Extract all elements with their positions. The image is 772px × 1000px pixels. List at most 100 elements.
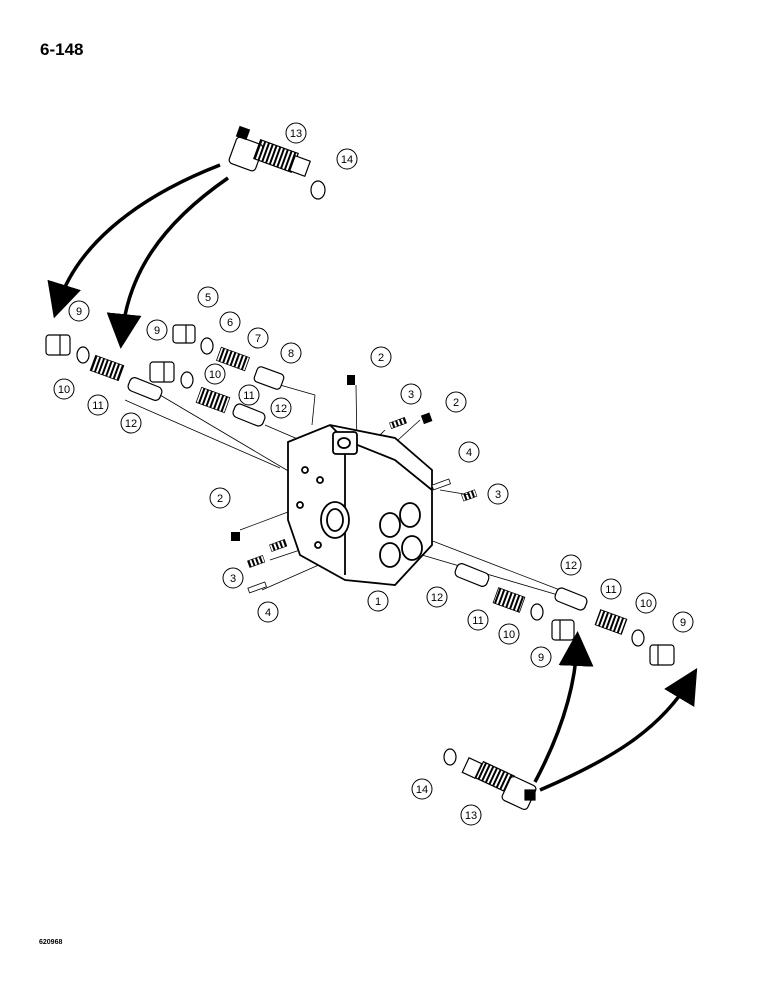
callout-label: 2 (453, 397, 459, 409)
callout-circle (280, 342, 302, 364)
spring-11-a (89, 354, 125, 382)
callout-label: 6 (227, 317, 233, 329)
callout-circle (270, 397, 292, 419)
callout-label: 12 (431, 592, 443, 604)
callout-label: 2 (217, 493, 223, 505)
callout-label: 4 (265, 607, 271, 619)
callout-6: 6 (219, 311, 241, 333)
plug-9-d (649, 644, 675, 666)
callout-circle (498, 623, 520, 645)
page-number: 6-148 (40, 40, 84, 59)
valve-body (287, 424, 433, 586)
plunger-8 (253, 366, 285, 390)
callout-circle (238, 384, 260, 406)
o-ring-6 (200, 337, 214, 355)
callout-12: 12 (270, 397, 292, 419)
callout-label: 9 (538, 652, 544, 664)
callout-circle (560, 554, 582, 576)
callout-9: 9 (672, 611, 694, 633)
callout-circle (467, 609, 489, 631)
callout-label: 11 (243, 390, 254, 402)
callout-11: 11 (87, 394, 109, 416)
callout-label: 9 (154, 325, 160, 337)
callout-label: 12 (125, 418, 137, 430)
callout-circle (285, 122, 307, 144)
callout-circle (68, 300, 90, 322)
callout-12: 12 (120, 412, 142, 434)
callout-4: 4 (458, 441, 480, 463)
callout-circle (367, 590, 389, 612)
callout-label: 9 (76, 306, 82, 318)
callout-9: 9 (530, 646, 552, 668)
callout-label: 2 (378, 352, 384, 364)
callout-14: 14 (336, 148, 358, 170)
callout-label: 11 (605, 584, 616, 596)
callout-3: 3 (222, 567, 244, 589)
callout-circle (219, 311, 241, 333)
pin-3-a (389, 417, 407, 429)
o-ring-10-d (631, 629, 645, 647)
spool-12-c (454, 563, 490, 587)
pin-3-c (247, 555, 266, 568)
callout-1: 1 (367, 590, 389, 612)
callout-label: 4 (466, 447, 472, 459)
callout-circle (370, 346, 392, 368)
callout-circle (530, 646, 552, 668)
callout-2: 2 (445, 391, 467, 413)
callout-circle (600, 578, 622, 600)
callout-4: 4 (257, 601, 279, 623)
callout-circle (222, 567, 244, 589)
spring-11-c (492, 587, 526, 613)
solenoid-cartridge-bottom (443, 748, 537, 810)
figure-code: 620968 (39, 939, 63, 946)
callout-label: 12 (565, 560, 577, 572)
spring-11-b (195, 386, 231, 414)
callout-circle (458, 441, 480, 463)
callout-circle (197, 286, 219, 308)
callout-9: 9 (146, 319, 168, 341)
callout-11: 11 (467, 609, 489, 631)
callout-11: 11 (600, 578, 622, 600)
spool-12-d (554, 587, 588, 611)
callout-circle (257, 601, 279, 623)
callout-circle (53, 378, 75, 400)
callout-circle (400, 383, 422, 405)
callout-7: 7 (247, 327, 269, 349)
solenoid-cartridge-top (228, 125, 326, 200)
callout-label: 10 (58, 384, 70, 396)
callout-circle (672, 611, 694, 633)
callout-10: 10 (498, 623, 520, 645)
callout-9: 9 (68, 300, 90, 322)
callout-circle (247, 327, 269, 349)
callout-label: 3 (230, 573, 236, 585)
callout-label: 10 (209, 369, 221, 381)
callout-10: 10 (53, 378, 75, 400)
callout-3: 3 (400, 383, 422, 405)
callout-circle (411, 778, 433, 800)
callout-12: 12 (560, 554, 582, 576)
callout-circle (209, 487, 231, 509)
plug-9-b (149, 361, 175, 383)
callout-13: 13 (460, 804, 482, 826)
callout-label: 8 (288, 348, 294, 360)
callout-label: 13 (290, 128, 302, 140)
callout-label: 11 (92, 400, 103, 412)
callout-circle (635, 592, 657, 614)
callout-label: 7 (255, 333, 261, 345)
callout-label: 14 (416, 784, 428, 796)
callout-circle (426, 586, 448, 608)
callout-label: 10 (503, 629, 515, 641)
pin-4-b (247, 581, 267, 594)
o-ring-10-b (180, 371, 194, 389)
spring-11-d (594, 609, 628, 635)
callout-label: 9 (680, 617, 686, 629)
callout-label: 3 (495, 489, 501, 501)
callout-circle (336, 148, 358, 170)
pin-3-d (269, 539, 288, 552)
callout-11: 11 (238, 384, 260, 406)
pin-4-a (431, 478, 451, 491)
callout-circle (445, 391, 467, 413)
callout-label: 1 (375, 596, 381, 608)
